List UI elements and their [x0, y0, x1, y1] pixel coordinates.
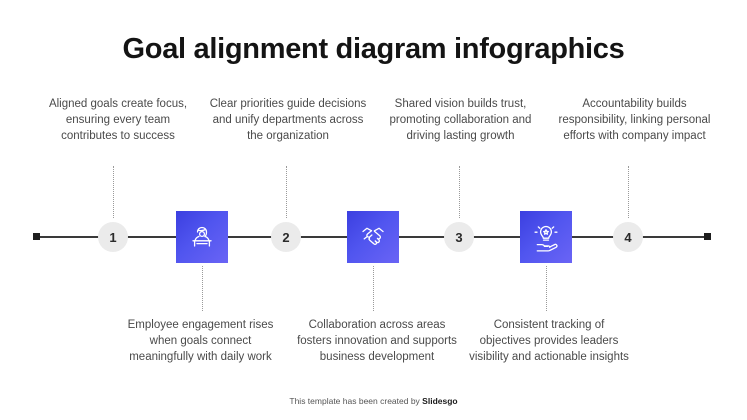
timeline-marker-3[interactable]: 3: [444, 222, 474, 252]
timeline-axis-cap-right: [704, 233, 711, 240]
timeline-marker-number: 3: [455, 229, 463, 245]
connector-line-bottom-3: [546, 266, 548, 311]
timeline-marker-2[interactable]: 2: [271, 222, 301, 252]
timeline-axis-cap-left: [33, 233, 40, 240]
footer-credit: This template has been created by Slides…: [0, 396, 747, 406]
page-title: Goal alignment diagram infographics: [122, 33, 625, 65]
description-top-1: Aligned goals create focus, ensuring eve…: [48, 98, 188, 142]
description-bottom-1: Employee engagement rises when goals con…: [127, 319, 274, 363]
description-top-3: Shared vision builds trust, promoting co…: [389, 98, 532, 142]
footer-brand: Slidesgo: [422, 396, 458, 406]
timeline-marker-1[interactable]: 1: [98, 222, 128, 252]
timeline-icon-box-2[interactable]: [347, 211, 399, 263]
timeline-marker-number: 2: [282, 229, 290, 245]
footer-text: This template has been created by: [289, 396, 423, 406]
hand-lightbulb-icon: [530, 221, 562, 253]
connector-line-top-4: [628, 166, 630, 218]
connector-line-top-2: [286, 166, 288, 218]
connector-line-bottom-1: [202, 266, 204, 311]
timeline-marker-number: 4: [624, 229, 632, 245]
description-bottom-3: Consistent tracking of objectives provid…: [469, 319, 629, 363]
timeline-marker-number: 1: [109, 229, 117, 245]
timeline-icon-box-1[interactable]: [176, 211, 228, 263]
timeline-icon-box-3[interactable]: [520, 211, 572, 263]
timeline-marker-4[interactable]: 4: [613, 222, 643, 252]
description-top-4: Accountability builds responsibility, li…: [558, 98, 711, 142]
desk-worker-icon: [186, 221, 218, 253]
connector-line-top-1: [113, 166, 115, 218]
connector-line-bottom-2: [373, 266, 375, 311]
handshake-icon: [357, 221, 389, 253]
description-bottom-2: Collaboration across areas fosters innov…: [297, 319, 457, 363]
connector-line-top-3: [459, 166, 461, 218]
description-top-2: Clear priorities guide decisions and uni…: [209, 98, 367, 142]
